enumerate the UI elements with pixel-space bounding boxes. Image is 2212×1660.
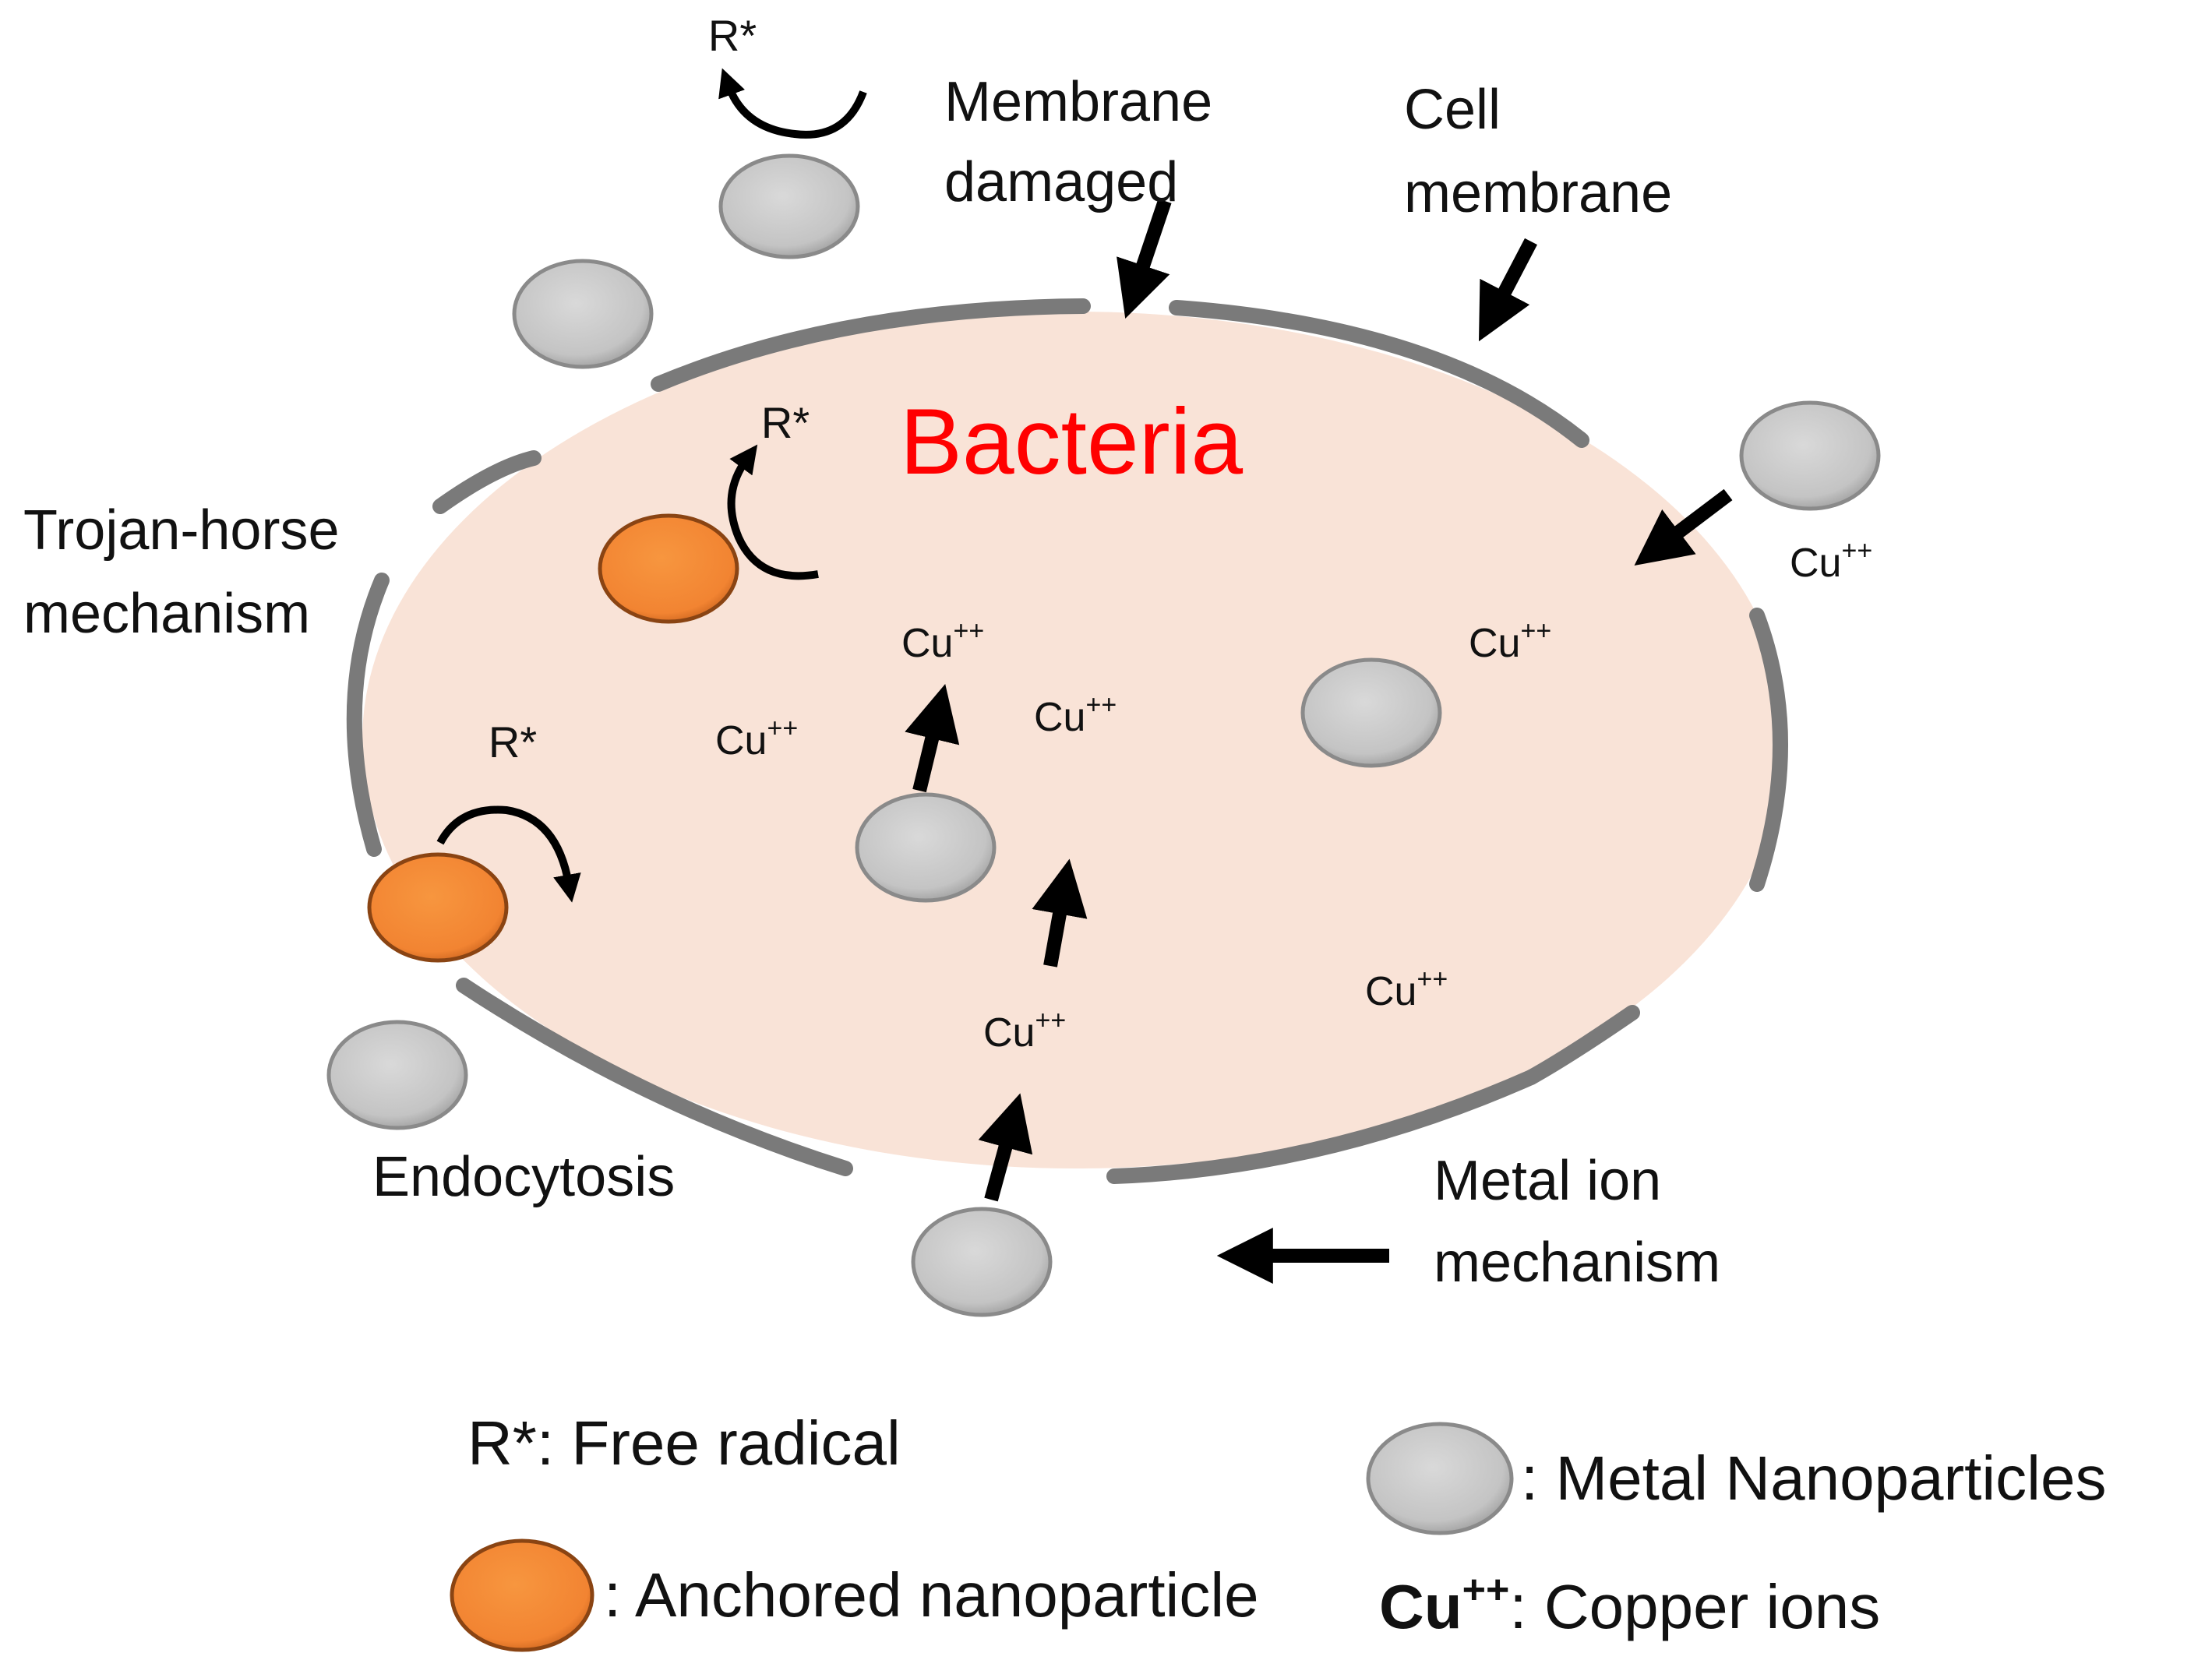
copper-ion: Cu++ [901,616,984,666]
legend-radical-key: R* [467,1408,537,1478]
metal-np-icon [1739,400,1881,511]
metal-ion-label-line1: Metal ion [1434,1150,1661,1212]
ion-charge: ++ [1035,1006,1066,1035]
anchored-np-icon [367,852,509,963]
arrow-icon [1117,199,1172,319]
svg-text:Cu++: Cu++ [715,714,798,763]
svg-text:Cu++: Cu++ [1790,536,1872,586]
legend-copper-text: : Copper ions [1509,1572,1880,1641]
ion-base: Cu [715,718,767,763]
svg-text:Cu++: Cu++ [901,616,984,666]
metal-np-icon [718,153,860,259]
radical-label: R* [708,11,757,60]
membrane-damaged-label-line2: damaged [944,151,1178,213]
ion-charge: ++ [953,616,984,646]
straight-arrows [905,199,1733,1284]
cell-membrane [346,298,1788,1184]
endocytosis-label: Endocytosis [372,1146,675,1208]
metal-ion-label-line2: mechanism [1434,1232,1720,1294]
copper-ion: Cu++ [1790,536,1872,586]
copper-ion: Cu++ [983,1006,1066,1056]
legend-copper-key-base: Cu [1379,1572,1462,1641]
metal-np-icon [512,259,654,369]
ion-base: Cu [901,621,953,666]
copper-ion: Cu++ [1365,964,1448,1014]
arrow-icon [1479,238,1537,342]
cell-title: Bacteria [900,389,1243,494]
ion-charge: ++ [1085,690,1117,720]
metal-np-icon [911,1207,1053,1317]
curved-arrow-icon [718,68,867,139]
legend-anchored-text: : Anchored nanoparticle [604,1560,1259,1630]
arrow-icon [1032,858,1088,967]
copper-ion: Cu++ [1034,690,1117,740]
metal-np-icon [1300,657,1442,768]
legend-copper: Cu++: Copper ions [1379,1567,1880,1641]
cell-membrane-label-line1: Cell [1404,79,1501,141]
svg-text:Cu++: Cu++ [983,1006,1066,1056]
ion-base: Cu [1790,541,1841,586]
metal-nanoparticles [326,153,1881,1317]
ion-charge: ++ [767,714,798,743]
svg-text:Cu++: Cu++ [1469,616,1551,666]
legend-radical-text: : Free radical [537,1408,901,1478]
anchored-np-icon [598,513,739,624]
ion-charge: ++ [1416,964,1448,994]
arrow-icon [978,1093,1033,1202]
cell-membrane-label-line2: membrane [1404,162,1672,224]
legend-metal-np-icon [1366,1422,1514,1535]
trojan-horse-label-line1: Trojan-horse [23,499,340,562]
ion-base: Cu [1365,969,1416,1014]
bacteria-cell [362,312,1788,1168]
trojan-horse-label-line2: mechanism [23,583,310,645]
legend-radical: R*: Free radical [467,1408,901,1478]
ion-base: Cu [983,1010,1035,1056]
metal-np-icon [855,792,997,903]
legend-copper-key-charge: ++ [1462,1567,1510,1612]
metal-np-icon [326,1020,468,1130]
arrow-icon [905,684,960,793]
ion-base: Cu [1034,695,1085,740]
anchored-nanoparticles [367,513,739,963]
legend-anchored-np-icon [450,1538,594,1652]
ion-charge: ++ [1520,616,1551,646]
arrow-icon [1634,488,1733,566]
svg-text:Cu++: Cu++ [1365,964,1448,1014]
svg-text:Cu++: Cu++ [1034,690,1117,740]
curved-arrow-icon [436,805,581,903]
curved-arrows [436,68,867,903]
copper-ion: Cu++ [1469,616,1551,666]
radical-label: R* [489,717,537,767]
curved-arrow-icon [727,444,819,580]
ion-base: Cu [1469,621,1520,666]
legend: R*: Free radical : Anchored nanoparticle… [450,1408,2106,1652]
copper-ion: Cu++ [715,714,798,763]
radical-label: R* [761,398,810,447]
legend-metal-text: : Metal Nanoparticles [1521,1443,2106,1513]
ion-charge: ++ [1841,536,1872,566]
membrane-damaged-label-line1: Membrane [944,71,1212,133]
